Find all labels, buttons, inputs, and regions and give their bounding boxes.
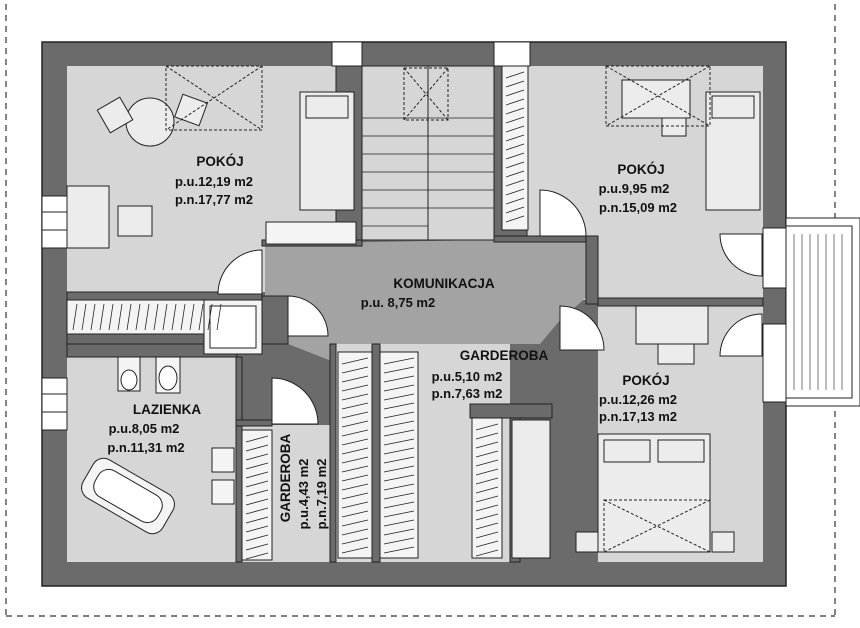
furniture-bedroom-se: [511, 305, 735, 559]
bathroom-floor: p.n.11,31 m2: [107, 440, 184, 455]
roof-outline: [5, 4, 836, 617]
furniture-bathroom: [81, 299, 263, 535]
wardrobe-hangers: [72, 303, 222, 331]
wardrobe-hangers: [505, 71, 525, 223]
bedroom-nw-name: POKÓJ: [196, 154, 243, 169]
furniture-bedroom-nw: [66, 65, 355, 249]
bedroom-ne-floor: p.n.15,09 m2: [599, 200, 677, 215]
bathroom-usable: p.u.8,05 m2: [109, 421, 180, 436]
wardrobe-small-name: GARDEROBA: [278, 434, 293, 523]
bedroom-nw-floor: p.n.17,77 m2: [175, 192, 253, 207]
bedroom-nw-usable: p.u.12,19 m2: [175, 174, 253, 189]
wardrobe-hangers: [341, 357, 369, 554]
bedroom-ne-name: POKÓJ: [617, 162, 664, 177]
closets: [66, 65, 529, 561]
labels: POKÓJ p.u.12,19 m2 p.n.17,77 m2 POKÓJ p.…: [107, 154, 677, 529]
bedroom-ne-usable: p.u.9,95 m2: [599, 181, 670, 196]
floor-hall: [265, 238, 588, 362]
wardrobe-small-usable: p.u.4,43 m2: [296, 459, 311, 530]
wardrobe-hangers: [475, 423, 499, 557]
wardrobe-mid-name: GARDEROBA: [460, 348, 549, 363]
balcony: [785, 217, 860, 407]
wardrobe-mid-usable: p.u.5,10 m2: [432, 369, 503, 384]
staircase: [361, 65, 495, 241]
furniture-bedroom-ne: [605, 65, 761, 211]
wardrobe-hangers: [245, 435, 269, 560]
hall-name: KOMUNIKACJA: [393, 276, 495, 291]
bedroom-se-name: POKÓJ: [622, 373, 669, 388]
wardrobe-mid-floor: p.n.7,63 m2: [432, 386, 503, 401]
wardrobe-hangers: [383, 357, 415, 554]
doors: [217, 189, 763, 425]
hall-usable: p.u. 8,75 m2: [361, 295, 435, 310]
bedroom-se-floor: p.n.17,13 m2: [599, 409, 677, 424]
bathroom-name: LAZIENKA: [133, 402, 201, 417]
wardrobe-small-floor: p.n.7,19 m2: [314, 459, 329, 530]
bedroom-se-usable: p.u.12,26 m2: [599, 392, 677, 407]
